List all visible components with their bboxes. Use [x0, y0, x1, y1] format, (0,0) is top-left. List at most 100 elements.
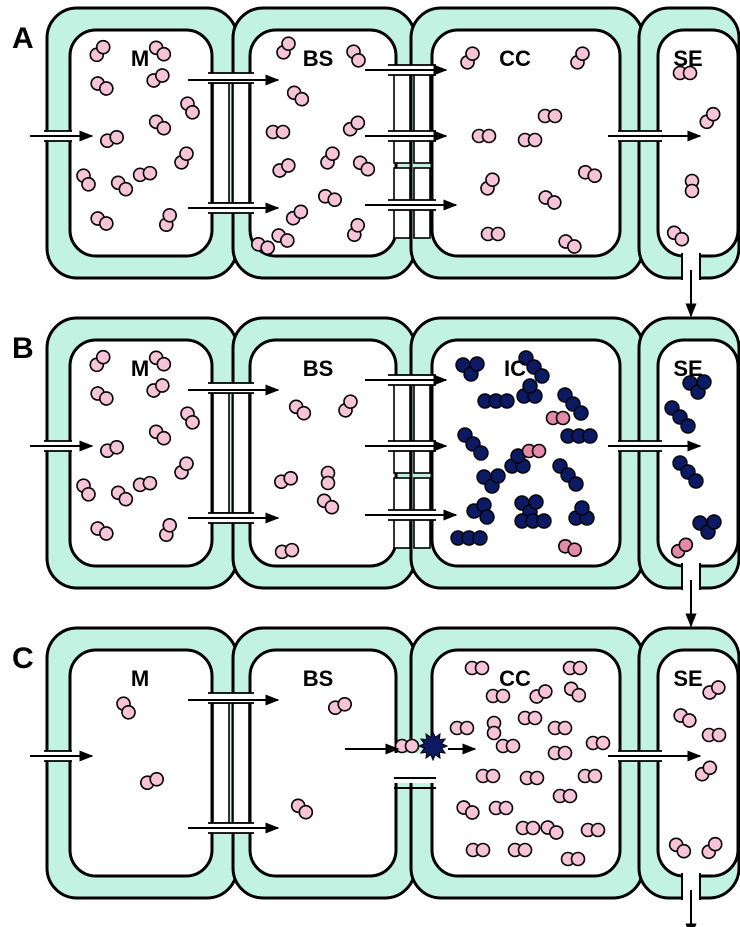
- sucrose-molecule: [267, 126, 290, 139]
- oligosaccharide-unit: [537, 514, 551, 528]
- sucrose-unit: [572, 853, 585, 866]
- cell-label-bs: BS: [303, 46, 334, 71]
- oligosaccharide-molecule: [451, 531, 487, 545]
- sucrose-molecule: [497, 740, 520, 753]
- sucrose-unit: [686, 185, 699, 198]
- sucrose-molecule: [587, 737, 610, 750]
- oligosaccharide-unit: [574, 406, 588, 420]
- sucrose-molecule: [549, 722, 572, 735]
- sucrose-molecule: [521, 772, 544, 785]
- cell-label-m: M: [131, 356, 149, 381]
- oligosaccharide-unit: [681, 419, 695, 433]
- oligosaccharide-unit: [575, 501, 589, 515]
- oligosaccharide-molecule: [561, 429, 597, 443]
- oligosaccharide-unit: [707, 515, 721, 529]
- sucrose-molecule: [451, 722, 474, 735]
- oligosaccharide-unit: [583, 429, 597, 443]
- sucrose-unit: [597, 737, 610, 750]
- oligosaccharide-molecule: [515, 514, 551, 528]
- sucrose-unit: [476, 662, 489, 675]
- sucrose-unit: [713, 729, 726, 742]
- cell-label-m: M: [131, 46, 149, 71]
- sucrose-molecule: [487, 690, 510, 703]
- pore-m-bs-upper: [208, 73, 254, 83]
- sucrose-molecule: [562, 853, 585, 866]
- sucrose-molecule: [488, 717, 501, 740]
- cell-label-ic: IC: [504, 356, 526, 381]
- sucrose-unit: [500, 802, 513, 815]
- plasmodesma-m-bs: [213, 703, 229, 823]
- sucrose-unit: [277, 126, 290, 139]
- sucrose-unit: [483, 130, 496, 143]
- oligosaccharide-unit: [529, 495, 543, 509]
- sucrose-unit: [527, 822, 540, 835]
- cell-label-bs: BS: [303, 356, 334, 381]
- pore-m-bs-upper: [208, 383, 254, 393]
- sucrose-unit: [322, 477, 335, 490]
- sucrose-molecule: [519, 712, 542, 725]
- sucrose-unit: [497, 690, 510, 703]
- sucrose-molecule: [482, 228, 505, 241]
- sucrose-molecule: [554, 790, 577, 803]
- sucrose-molecule: [477, 770, 500, 783]
- sucrose-molecule: [322, 467, 335, 490]
- sucrose-molecule: [466, 662, 489, 675]
- sucrose-molecule: [467, 844, 490, 857]
- oligosaccharide-unit: [473, 531, 487, 545]
- sucrose-unit: [488, 727, 501, 740]
- sucrose-unit: [559, 747, 572, 760]
- plasmodesma-bs-cc: [394, 383, 410, 473]
- plasmodesma-m-bs: [213, 393, 229, 513]
- plasmodesma-m-bs: [233, 83, 249, 203]
- sucrose-molecule: [473, 130, 496, 143]
- sucrose-molecule: [509, 844, 532, 857]
- plasmodesma-m-bs: [233, 393, 249, 513]
- sucrose-unit: [529, 712, 542, 725]
- oligosaccharide-unit: [480, 510, 494, 524]
- sucrose-molecule: [490, 802, 513, 815]
- sucrose-molecule: [549, 747, 572, 760]
- plasmodesma-m-bs: [233, 703, 249, 823]
- sucrose-molecule: [582, 824, 605, 837]
- sucrose-unit: [492, 228, 505, 241]
- oligosaccharide-unit: [491, 469, 505, 483]
- oligosaccharide-unit: [470, 357, 484, 371]
- plasmodesma-bs-cc: [394, 73, 410, 163]
- oligosaccharide-unit: [535, 369, 549, 383]
- sucrose-molecule: [547, 412, 570, 425]
- oligosaccharide-unit: [474, 446, 488, 460]
- panel-letter: A: [12, 22, 34, 55]
- pore-m-bs-upper: [208, 693, 254, 703]
- cell-label-se: SE: [673, 46, 702, 71]
- sucrose-unit: [477, 844, 490, 857]
- cell-label-m: M: [131, 666, 149, 691]
- oligosaccharide-unit: [569, 477, 583, 491]
- cell-label-cc: CC: [499, 666, 531, 691]
- sucrose-unit: [531, 772, 544, 785]
- sucrose-molecule: [539, 110, 562, 123]
- oligosaccharide-unit: [500, 394, 514, 408]
- sucrose-unit: [507, 740, 520, 753]
- cell-label-cc: CC: [499, 46, 531, 71]
- sucrose-molecule: [703, 729, 726, 742]
- sucrose-unit: [487, 770, 500, 783]
- sucrose-molecule: [564, 662, 587, 675]
- cell-label-se: SE: [673, 356, 702, 381]
- oligosaccharide-unit: [523, 379, 537, 393]
- sucrose-molecule: [579, 770, 602, 783]
- sucrose-molecule: [517, 822, 540, 835]
- oligosaccharide-unit: [689, 474, 703, 488]
- sucrose-molecule: [396, 740, 419, 753]
- cell-label-bs: BS: [303, 666, 334, 691]
- sucrose-unit: [529, 134, 542, 147]
- sucrose-unit: [589, 770, 602, 783]
- sucrose-unit: [533, 445, 546, 458]
- oligosaccharide-molecule: [478, 394, 514, 408]
- plasmodesma-bs-cc: [414, 383, 430, 473]
- sucrose-unit: [557, 412, 570, 425]
- sucrose-molecule: [686, 175, 699, 198]
- sucrose-unit: [406, 740, 419, 753]
- sucrose-unit: [559, 722, 572, 735]
